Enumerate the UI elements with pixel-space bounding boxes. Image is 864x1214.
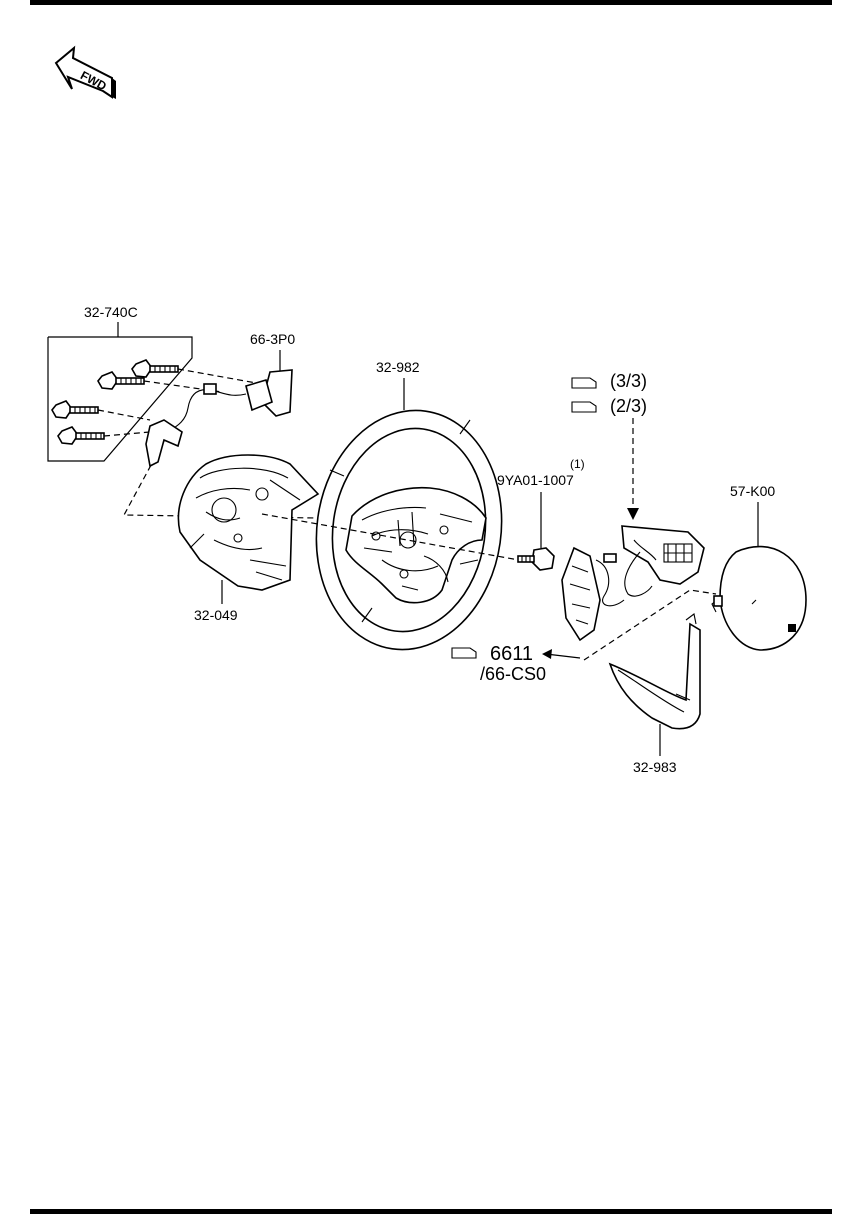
steering-wheel <box>315 409 503 651</box>
lower-garnish <box>608 613 701 730</box>
ref-3-3: (3/3) <box>610 371 647 391</box>
alignment-line <box>177 368 263 385</box>
callout-9ya01-1007: 9YA01-1007 <box>497 472 574 488</box>
callout-57-k00: 57-K00 <box>730 483 775 499</box>
hub-bolt <box>517 547 555 571</box>
paddle-switch <box>145 369 293 468</box>
ref-2-3: (2/3) <box>610 396 647 416</box>
callout-32-740c: 32-740C <box>84 304 138 320</box>
arrow-head <box>627 508 639 520</box>
right-switch-panel <box>603 525 705 597</box>
airbag-module <box>711 545 807 651</box>
bottom-border <box>30 1209 832 1214</box>
left-switch-panel <box>561 546 625 642</box>
bolt-icon <box>131 359 179 378</box>
alignment-line <box>97 409 151 421</box>
callout-66-3p0: 66-3P0 <box>250 331 295 347</box>
top-border <box>30 0 832 5</box>
bolt-icon <box>51 400 99 419</box>
alignment-line <box>261 513 531 563</box>
callout-bolt-qty: (1) <box>570 457 585 471</box>
ref-6611: 6611 <box>490 643 533 665</box>
callout-32-049: 32-049 <box>194 607 238 623</box>
bolt-icon <box>57 426 105 445</box>
callout-32-983: 32-983 <box>633 759 677 775</box>
bolt-kit-box <box>47 336 193 462</box>
page-reference-icon <box>571 401 597 413</box>
alignment-line <box>583 589 717 661</box>
page-reference-icon <box>451 647 477 659</box>
page-reference-icon <box>571 377 597 389</box>
alignment-line <box>103 431 151 437</box>
reference-line <box>545 653 581 659</box>
arrow-head <box>542 649 552 659</box>
ref-66-cs0: /66-CS0 <box>480 664 546 684</box>
rear-cover <box>177 454 320 591</box>
callout-32-982: 32-982 <box>376 359 420 375</box>
fwd-arrow-icon: FWD <box>54 45 116 99</box>
